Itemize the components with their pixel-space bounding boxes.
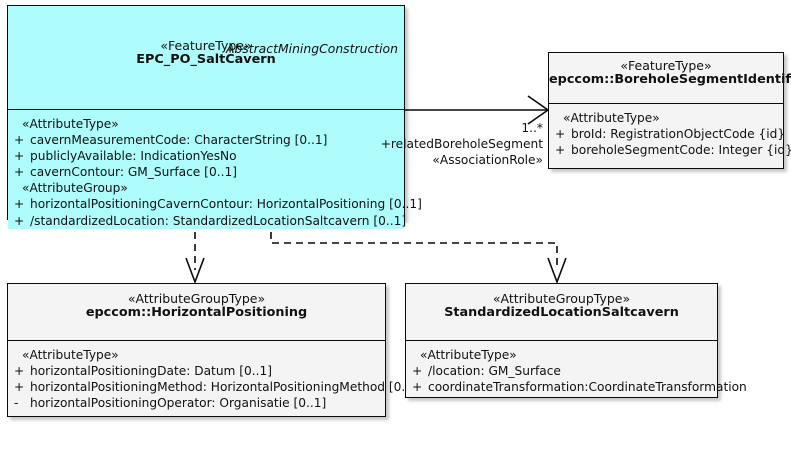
attribute-visibility: + <box>555 127 566 142</box>
attribute-text: /location: GM_Surface <box>428 364 561 379</box>
class-box-epc-po-saltcavern[interactable]: AbstractMiningConstruction «FeatureType»… <box>7 5 422 229</box>
class-body-standardized-location-saltcavern: «AttributeType» + /location: GM_Surface … <box>406 341 747 396</box>
association-role-name: +relatedBoreholeSegment <box>380 137 543 151</box>
dependency-arrowhead-horizontal-positioning <box>185 257 205 285</box>
attribute-row[interactable]: + cavernMeasurementCode: CharacterString… <box>8 132 404 148</box>
association-stereotype: «AssociationRole» <box>432 153 543 167</box>
feature-group-label: «AttributeType» <box>22 348 119 362</box>
class-box-horizontal-positioning[interactable]: «AttributeGroupType» epccom::HorizontalP… <box>7 283 418 417</box>
attribute-row[interactable]: + horizontalPositioningMethod: Horizonta… <box>8 379 418 395</box>
class-header-horizontal-positioning: «AttributeGroupType» epccom::HorizontalP… <box>8 291 385 341</box>
attribute-visibility: + <box>412 380 423 395</box>
attribute-row[interactable]: + broId: RegistrationObjectCode {id} <box>549 126 786 142</box>
attribute-row[interactable]: + /location: GM_Surface <box>406 363 717 379</box>
feature-group-label: «AttributeType» <box>22 117 119 131</box>
class-name: epccom::HorizontalPositioning <box>85 305 308 321</box>
class-body-borehole-segment-identification: «AttributeType» + broId: RegistrationObj… <box>549 104 791 159</box>
attribute-text: publiclyAvailable: IndicationYesNo <box>30 149 237 164</box>
class-box-standardized-location-saltcavern[interactable]: «AttributeGroupType» StandardizedLocatio… <box>405 283 747 398</box>
attribute-visibility: + <box>14 133 25 148</box>
dependency-arrowhead-standardized-location <box>547 257 567 285</box>
attribute-visibility: + <box>14 197 25 212</box>
attribute-row[interactable]: + publiclyAvailable: IndicationYesNo <box>8 148 404 164</box>
attribute-text: horizontalPositioningDate: Datum [0..1] <box>30 364 273 379</box>
class-name: epccom::BoreholeSegmentIdentification <box>549 72 791 88</box>
attribute-visibility: - <box>14 396 19 411</box>
attribute-text: broId: RegistrationObjectCode {id} <box>571 127 786 142</box>
attribute-text: horizontalPositioningMethod: HorizontalP… <box>30 380 418 395</box>
attribute-row[interactable]: + horizontalPositioningDate: Datum [0..1… <box>8 363 385 379</box>
attribute-text: cavernContour: GM_Surface [0..1] <box>30 165 237 180</box>
class-box-borehole-segment-identification[interactable]: «FeatureType» epccom::BoreholeSegmentIde… <box>548 52 791 169</box>
class-name: StandardizedLocationSaltcavern <box>444 305 679 321</box>
attribute-text: coordinateTransformation:CoordinateTrans… <box>428 380 747 395</box>
attribute-row[interactable]: + cavernContour: GM_Surface [0..1] <box>8 164 404 180</box>
attribute-text: boreholeSegmentCode: Integer {id} <box>571 143 791 158</box>
attribute-row[interactable]: + boreholeSegmentCode: Integer {id} <box>549 142 791 158</box>
association-arrowhead <box>527 95 550 125</box>
feature-group-label: «AttributeType» <box>563 111 660 125</box>
association-multiplicity: 1..* <box>521 121 543 135</box>
package-title: AbstractMiningConstruction <box>225 41 398 56</box>
attribute-row[interactable]: - horizontalPositioningOperator: Organis… <box>8 395 385 411</box>
attribute-text: horizontalPositioningOperator: Organisat… <box>30 396 327 411</box>
class-header-epc-po-saltcavern: AbstractMiningConstruction «FeatureType»… <box>8 38 404 110</box>
attribute-visibility: + <box>14 213 25 228</box>
attribute-visibility: + <box>555 143 566 158</box>
attribute-text: cavernMeasurementCode: CharacterString [… <box>30 133 328 148</box>
attribute-visibility: + <box>14 380 25 395</box>
class-header-standardized-location-saltcavern: «AttributeGroupType» StandardizedLocatio… <box>406 291 717 341</box>
attribute-row[interactable]: + /standardizedLocation: StandardizedLoc… <box>8 213 407 229</box>
attribute-visibility: + <box>412 364 423 379</box>
class-header-borehole-segment-identification: «FeatureType» epccom::BoreholeSegmentIde… <box>549 58 791 104</box>
attribute-text: horizontalPositioningCavernContour: Hori… <box>30 197 422 212</box>
class-stereotype: «FeatureType» <box>620 58 712 73</box>
attribute-row[interactable]: + coordinateTransformation:CoordinateTra… <box>406 379 747 395</box>
feature-group-label: «AttributeType» <box>420 348 517 362</box>
class-body-epc-po-saltcavern: «AttributeType» + cavernMeasurementCode:… <box>8 110 422 229</box>
class-body-horizontal-positioning: «AttributeType» + horizontalPositioningD… <box>8 341 418 412</box>
class-stereotype: «AttributeGroupType» <box>127 291 266 306</box>
class-stereotype: «AttributeGroupType» <box>492 291 631 306</box>
attribute-text: /standardizedLocation: StandardizedLocat… <box>30 213 407 228</box>
attribute-row[interactable]: + horizontalPositioningCavernContour: Ho… <box>8 196 422 212</box>
class-stereotype: «FeatureType» <box>160 38 252 53</box>
feature-group-label: «AttributeGroup» <box>22 181 128 196</box>
attribute-visibility: + <box>14 165 25 180</box>
attribute-visibility: + <box>14 149 25 164</box>
class-name: EPC_PO_SaltCavern <box>136 52 276 68</box>
attribute-visibility: + <box>14 364 25 379</box>
